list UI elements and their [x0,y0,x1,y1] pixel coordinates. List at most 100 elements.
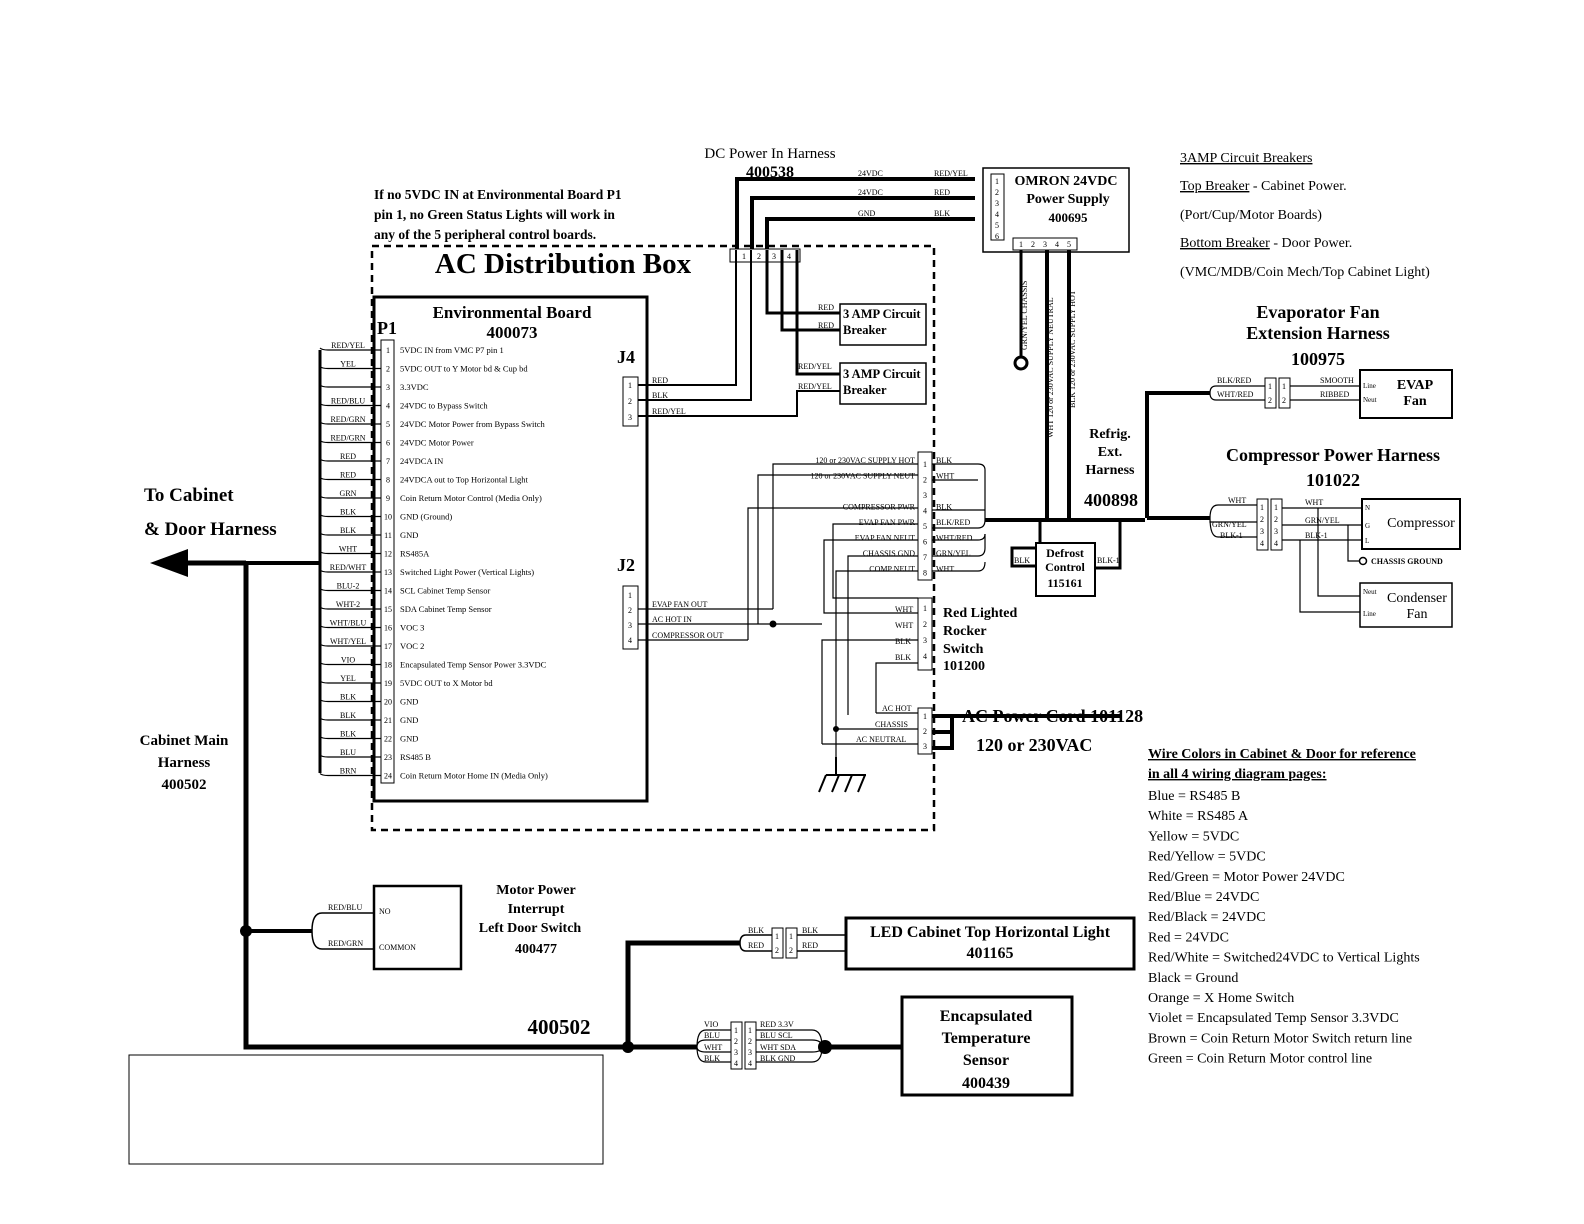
wire-color-item: Violet = Encapsulated Temp Sensor 3.3VDC [1148,1011,1399,1026]
comp-pin-4b: 4 [1274,539,1278,548]
evap-wire-left-2: WHT/RED [1217,390,1254,399]
evap-pin-2a: 2 [1268,396,1272,405]
p1-pin-description: 5VDC IN from VMC P7 pin 1 [400,345,504,355]
led-cabinet-light: BLK RED 1 2 1 2 BLK RED LED Cabinet Top … [622,916,1136,1053]
p1-pin-number: 3 [386,383,390,392]
temp-part: 400439 [962,1075,1010,1092]
p1-pin-number: 2 [386,365,390,374]
evap-wire-left-1: BLK/RED [1217,376,1251,385]
terminal-8-pin-number: 5 [923,522,927,531]
temp-wire-right-3: WHT SDA [760,1043,796,1052]
to-cabinet-sub: & Door Harness [144,519,277,540]
omron-part: 400695 [1049,210,1089,225]
p1-pin-description: GND [400,715,418,725]
omron-title: OMRON 24VDC [1014,174,1117,189]
p1-wire-color: WHT [339,545,357,554]
temp-pin-3b: 3 [748,1048,752,1057]
comp-g: G [1365,522,1370,530]
breaker-top-title: 3 AMP Circuit [843,307,921,321]
breaker-notes-top-sub: (Port/Cup/Motor Boards) [1180,208,1322,223]
omron-pin-l5: 5 [995,221,999,230]
wire-color-item: Red/Yellow = 5VDC [1148,850,1266,865]
breaker-top-wire-1: RED [818,303,834,312]
condenser-title: Condenser [1387,591,1447,606]
j4-pin-1: 1 [628,381,632,390]
p1-pin-number: 18 [384,661,392,670]
p1-pin-description: RS485 B [400,752,431,762]
wire-color-item: White = RS485 A [1148,809,1249,824]
p1-wire-color: RED/BLU [331,397,365,406]
ac-cord-wire-hot: AC HOT [882,704,912,713]
condenser-sub: Fan [1407,607,1428,622]
refrig-sub-1: Ext. [1098,445,1123,460]
defrost-control: Defrost Control 115161 BLK BLK-1 [1014,542,1120,597]
p1-pin-description: VOC 2 [400,641,424,651]
p1-wire-color: WHT/BLU [330,619,367,628]
comp-harness-part: 101022 [1306,470,1360,490]
temp-title: Encapsulated [940,1008,1033,1025]
evap-fan-line: Line [1363,382,1376,390]
p1-wire-color: BLK [340,730,356,739]
p1-wire-color: RED [340,471,356,480]
led-wire-right-1: BLK [802,926,818,935]
comp-wire-left-3: BLK-1 [1220,531,1243,540]
led-pin-1a: 1 [775,932,779,941]
led-wire-left-1: BLK [748,926,764,935]
p1-pin-number: 8 [386,476,390,485]
temp-wire-left-1: VIO [704,1020,718,1029]
comp-pin-3a: 3 [1260,527,1264,536]
p1-pin-description: 24VDC to Bypass Switch [400,401,488,411]
breaker-notes-bottom-label: Bottom Breaker [1180,236,1270,251]
j4-wire-3: RED/YEL [652,407,686,416]
breaker-bottom-wire-1: RED/YEL [798,362,832,371]
p1-pin-description: 24VDCA out to Top Horizontal Light [400,475,529,485]
defrost-part: 115161 [1047,576,1082,590]
led-wire-left-2: RED [748,941,764,950]
dc-power-harness: DC Power In Harness 400538 24VDC RED/YEL… [704,146,975,250]
defrost-title: Defrost [1046,546,1084,560]
j4-wire-2: BLK [652,391,668,400]
motor-power-interrupt: RED/BLU RED/GRN NO COMMON Motor Power In… [246,883,581,971]
dc-wire-1-voltage: 24VDC [858,169,883,178]
led-title: LED Cabinet Top Horizontal Light [870,924,1111,941]
rocker-switch: 1 2 3 4 WHT WHT BLK BLK Red Lighted Rock… [821,597,1018,744]
p1-pin-description: Coin Return Motor Home IN (Media Only) [400,771,548,781]
ac-cord-wire-chassis: CHASSIS [875,720,908,729]
p1-pin-number: 11 [384,531,392,540]
led-pin-1b: 1 [789,932,793,941]
p1-wire-color: BRN [340,767,357,776]
breaker-notes-title: 3AMP Circuit Breakers [1180,151,1312,166]
compressor-harness: Compressor Power Harness 101022 WHT GRN/… [1209,445,1461,628]
p1-pin-description: GND [400,734,418,744]
p1-wire-bend [319,347,329,351]
p1-pin-number: 4 [386,402,390,411]
omron-pin-b3: 3 [1043,240,1047,249]
cond-line: Line [1363,610,1376,618]
comp-wire-left-1: WHT [1228,496,1246,505]
p1-pin-number: 10 [384,513,392,522]
blank-note-box [128,1054,604,1165]
dc-harness-title: DC Power In Harness [704,146,835,162]
p1-pin-number: 20 [384,698,392,707]
cabinet-harness-wires: RED/YELYELRED/BLURED/GRNRED/GRNREDREDGRN… [140,341,628,1050]
breaker-notes-top-label: Top Breaker [1180,179,1250,194]
ac-box-title: AC Distribution Box [435,248,692,280]
p1-pin-description: Coin Return Motor Control (Media Only) [400,493,542,503]
ac-cord-pin-3: 3 [923,742,927,751]
env-board-part: 400073 [487,323,538,342]
p1-pin-number: 9 [386,494,390,503]
p1-wire-color: RED [340,452,356,461]
p1-pin-description: RS485A [400,549,430,559]
led-pin-2a: 2 [775,946,779,955]
p1-wire-color: BLU-2 [337,582,360,591]
terminal-8-pin-number: 2 [923,476,927,485]
terminal-8-left-label: CHASSIS GND [863,549,915,558]
env-board-j4: J4 [617,347,635,367]
cabinet-main-title: Cabinet Main [140,733,229,749]
temp-pin-4a: 4 [734,1059,738,1068]
status-note-line-2: pin 1, no Green Status Lights will work … [374,207,615,222]
temp-pin-1b: 1 [748,1026,752,1035]
refrig-ext-harness: Refrig. Ext. Harness 400898 [985,391,1210,570]
